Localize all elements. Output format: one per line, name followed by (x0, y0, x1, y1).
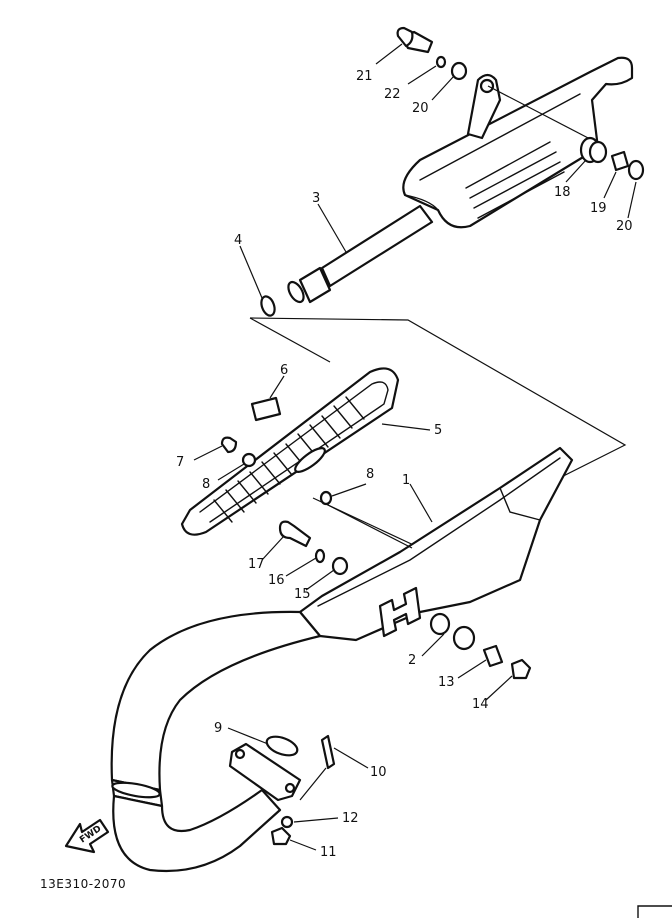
forward-arrow-icon: FWD (64, 818, 110, 854)
callout-14: 14 (472, 697, 489, 712)
callout-5: 5 (434, 423, 442, 438)
callout-15: 15 (294, 587, 311, 602)
callout-18: 18 (554, 185, 571, 200)
bolt-part-17 (278, 520, 312, 548)
collar-part-19 (610, 150, 630, 172)
callout-9: 9 (214, 721, 222, 736)
callout-22: 22 (384, 87, 401, 102)
callout-16: 16 (268, 573, 285, 588)
heat-protector-part-5 (180, 367, 400, 536)
heat-protector-louvers (213, 396, 365, 523)
washer-part-15 (331, 556, 349, 576)
gasket-part-9 (265, 735, 299, 757)
bolt-part-21 (396, 26, 434, 54)
bolt-part-7 (220, 436, 238, 454)
callout-11: 11 (320, 845, 337, 860)
stud-axis-line (299, 767, 327, 801)
bolt-axis-line-top (487, 85, 593, 141)
callout-7: 7 (176, 455, 184, 470)
assembly-boundary-line (249, 317, 627, 549)
nut-part-14 (510, 658, 532, 680)
washer-part-16 (314, 548, 326, 564)
callout-8-left: 8 (202, 477, 210, 492)
callout-10: 10 (370, 765, 387, 780)
callout-19: 19 (590, 201, 607, 216)
callout-4: 4 (234, 233, 242, 248)
callout-21: 21 (356, 69, 373, 84)
stud-bolt-part-10 (320, 734, 336, 770)
washer-part-22 (435, 55, 447, 69)
drawing-code: 13E310-2070 (40, 877, 126, 891)
silencer-part-3 (287, 56, 634, 304)
assembly-boundary-link (249, 317, 331, 363)
callout-2: 2 (408, 653, 416, 668)
washer-part-8-right (319, 490, 333, 506)
circlip-part-4 (260, 295, 276, 317)
callout-12: 12 (342, 811, 359, 826)
page-corner-tab (637, 905, 672, 918)
callout-13: 13 (438, 675, 455, 690)
callout-6: 6 (280, 363, 288, 378)
callout-labels: 21 22 20 3 18 19 20 4 6 5 7 8 8 1 17 16 … (176, 69, 633, 860)
nut-part-11 (270, 826, 292, 846)
callout-1: 1 (402, 473, 410, 488)
grommet-part-2 (429, 612, 476, 651)
callout-20-right: 20 (616, 219, 633, 234)
exhaust-pipe-part-1 (110, 446, 574, 873)
callout-17: 17 (248, 557, 265, 572)
washer-part-12 (280, 815, 294, 829)
callout-20-top: 20 (412, 101, 429, 116)
washer-part-20-top (450, 61, 468, 81)
washer-part-8-left (241, 452, 257, 468)
callout-3: 3 (312, 191, 320, 206)
collar-part-13 (482, 644, 504, 668)
callout-leaders (193, 43, 637, 851)
callout-8-right: 8 (366, 467, 374, 482)
label-plate-part-6 (250, 396, 282, 422)
grommet-part-18 (579, 136, 608, 164)
washer-part-20-right (627, 159, 645, 181)
bolt-axis-line-protector (325, 503, 413, 549)
